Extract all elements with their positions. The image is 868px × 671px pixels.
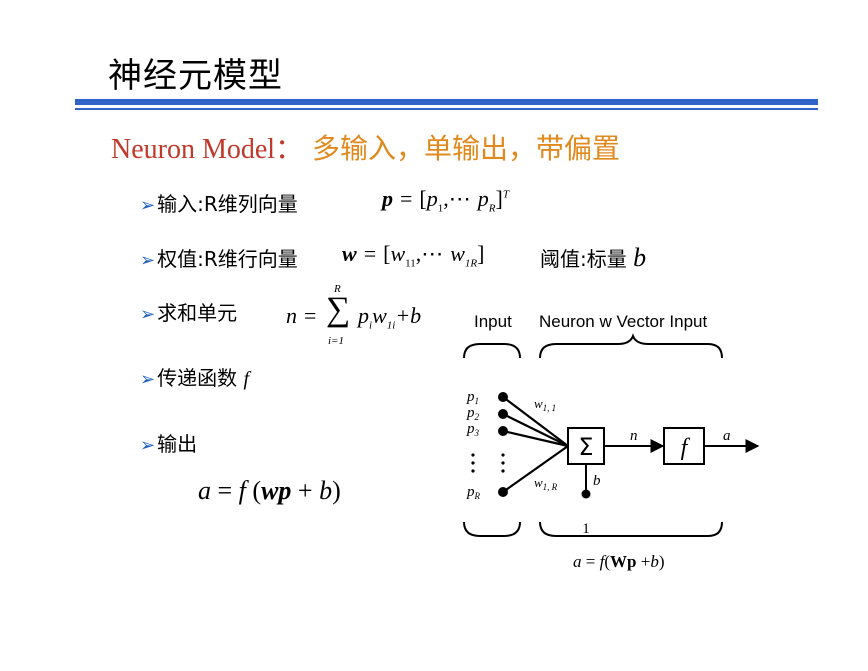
bullet-arrow-icon: ➢ <box>140 369 156 390</box>
bullet-label: 输入:R维列向量 <box>157 192 298 216</box>
math-f: f <box>238 476 246 505</box>
bullet-arrow-icon: ➢ <box>140 304 156 325</box>
math-sub: R <box>488 202 496 215</box>
math-eq: = <box>211 476 239 505</box>
diagram-label-neuron: Neuron w Vector Input <box>539 312 707 331</box>
subtitle-separator: ： <box>275 132 304 165</box>
transfer-function-block <box>663 427 705 465</box>
math-dots: ,⋯ <box>415 241 444 266</box>
bullet-output: ➢输出 <box>140 428 197 457</box>
output-formula: a = f (wp + b) <box>198 476 341 506</box>
input-label-pR: pR <box>466 484 481 501</box>
title-rule-thick <box>75 99 818 105</box>
subtitle-english: Neuron Model <box>111 134 276 165</box>
math-w1R: w <box>450 241 465 266</box>
bullet-label: 输出 <box>157 432 198 456</box>
math-sub: 1i <box>386 319 396 332</box>
math-paren: ( <box>245 476 262 505</box>
bullet-arrow-icon: ➢ <box>140 435 156 456</box>
math-sum-term: piw1i+b <box>358 303 421 331</box>
sum-formula: n = R ∑ i=1 piw1i+b <box>286 281 456 351</box>
bias-input-one: 1 <box>582 521 590 537</box>
math-bracket: [ <box>419 186 427 211</box>
weight-label-bottom: w1, R <box>534 475 558 492</box>
bullet-label: 权值:R维行向量 <box>157 247 298 271</box>
brace-input-top <box>463 343 521 359</box>
math-dots: ,⋯ <box>443 186 471 211</box>
math-eq: = <box>400 186 413 211</box>
math-f: f <box>243 368 250 390</box>
weight-label-top: w1, 1 <box>534 396 556 413</box>
input-nodes <box>498 392 508 497</box>
math-wp: wp <box>261 476 292 505</box>
math-bracket: ] <box>477 241 485 266</box>
math-sum: ∑ <box>326 291 351 328</box>
bullet-weights: ➢权值:R维行向量 <box>140 243 298 272</box>
math-bracket: ] <box>495 186 503 211</box>
math-sum-top: R <box>334 283 341 295</box>
math-sub: i <box>369 319 373 332</box>
math-w11: w <box>390 241 406 266</box>
brace-neuron-bottom <box>539 521 723 537</box>
math-b: b <box>633 243 647 272</box>
summation-symbol: Σ <box>578 433 593 461</box>
math-eq: = <box>304 303 317 328</box>
slide-title: 神经元模型 <box>108 56 283 96</box>
bullet-arrow-icon: ➢ <box>140 195 156 216</box>
math-p1: p <box>426 186 438 211</box>
math-pi: p <box>358 303 369 328</box>
math-pR: p <box>477 186 489 211</box>
brace-neuron-top <box>539 333 723 359</box>
math-plus-b: +b <box>395 303 422 328</box>
brace-input-bottom <box>463 521 521 537</box>
input-ellipsis <box>471 453 505 473</box>
threshold-label: 阈值:标量 b <box>540 243 646 273</box>
math-p: p <box>382 186 393 211</box>
math-sub: 11 <box>405 257 416 270</box>
title-rule-thin <box>75 108 818 110</box>
math-a: a <box>198 476 211 505</box>
summation-block <box>567 427 605 465</box>
math-transpose: T <box>502 188 509 201</box>
bias-node <box>581 489 591 499</box>
bullet-sum: ➢求和单元 <box>140 297 237 326</box>
net-input-label: n <box>630 428 638 444</box>
math-w: w <box>342 241 357 266</box>
math-sum-bottom: i=1 <box>328 335 344 347</box>
bullet-arrow-icon: ➢ <box>140 250 156 271</box>
math-paren: ) <box>332 476 341 505</box>
input-label-p3: p3 <box>466 421 480 438</box>
bullet-label: 求和单元 <box>157 301 238 325</box>
bullet-transfer: ➢传递函数 f <box>140 362 249 391</box>
math-plus: + <box>291 476 320 505</box>
weight-lines <box>502 396 569 493</box>
math-sub: 1R <box>464 257 478 270</box>
transfer-function-symbol: f <box>681 435 691 461</box>
input-label-p1: p1 <box>466 389 479 406</box>
threshold-text: 阈值:标量 <box>540 247 627 271</box>
math-b: b <box>319 476 333 505</box>
weight-vector-formula: w = [w11,⋯ w1R] <box>342 241 484 269</box>
input-vector-formula: p = [p1,⋯ pR]T <box>382 186 509 214</box>
diagram-caption: a = f(Wp +b) <box>573 552 664 571</box>
math-w1i: w <box>372 303 387 328</box>
bullet-label: 传递函数 <box>157 366 238 390</box>
bullet-input: ➢输入:R维列向量 <box>140 188 298 217</box>
output-label: a <box>723 428 731 444</box>
math-eq: = <box>363 241 377 266</box>
math-n: n <box>286 303 297 328</box>
subtitle-chinese: 多输入，单输出，带偏置 <box>312 132 621 165</box>
diagram-label-input: Input <box>474 312 512 331</box>
math-sub: 1 <box>437 202 444 215</box>
subtitle: Neuron Model： 多输入，单输出，带偏置 <box>111 127 620 167</box>
neuron-diagram: Input Neuron w Vector Input p1 p2 p3 pR … <box>463 312 760 571</box>
input-label-p2: p2 <box>466 405 480 422</box>
math-bracket: [ <box>383 241 391 266</box>
bias-label: b <box>593 473 601 489</box>
